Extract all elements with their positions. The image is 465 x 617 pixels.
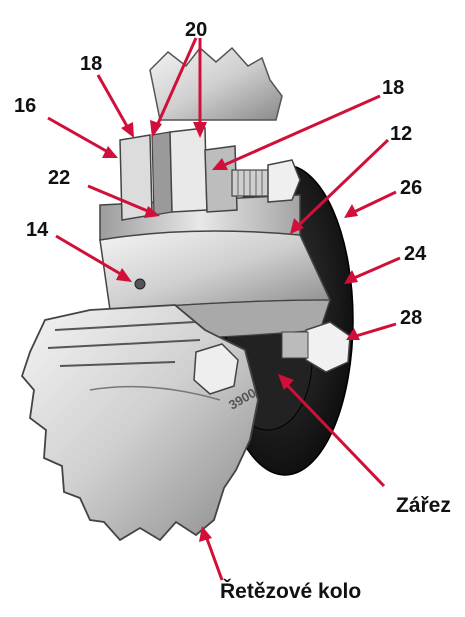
label-28: 28 (400, 307, 422, 329)
bolt-lower (193, 343, 239, 395)
label-22: 22 (48, 167, 70, 189)
label-18-right: 18 (382, 77, 404, 99)
label-26: 26 (400, 177, 422, 199)
set-screw-icon (134, 278, 146, 290)
back-sprocket (149, 46, 283, 121)
front-sprocket (20, 304, 259, 542)
label-sprocket: Řetězové kolo (220, 579, 361, 603)
label-12: 12 (390, 123, 412, 145)
arrow-18a (96, 74, 130, 129)
label-18-left: 18 (80, 53, 102, 75)
arrow-sprocket (204, 535, 224, 581)
label-notch: Zářez (396, 494, 451, 517)
label-20: 20 (185, 19, 207, 41)
arrow-24 (353, 256, 401, 280)
label-24: 24 (404, 243, 427, 265)
arrow-26 (353, 190, 397, 214)
callout-arrows (47, 37, 401, 581)
label-16: 16 (14, 95, 36, 117)
bolt-right (281, 321, 351, 373)
arrow-18b (221, 94, 381, 168)
arrow-notch (284, 382, 386, 488)
arrow-16 (47, 116, 109, 154)
arrow-20-left (154, 37, 198, 129)
arrow-12 (296, 138, 390, 228)
callout-labels: 20 18 16 18 12 22 26 14 24 28 Zářez Řetě… (14, 19, 451, 603)
arrow-14 (55, 234, 125, 278)
label-14: 14 (26, 219, 49, 241)
arrow-28 (355, 322, 397, 338)
arrow-22 (87, 184, 151, 214)
